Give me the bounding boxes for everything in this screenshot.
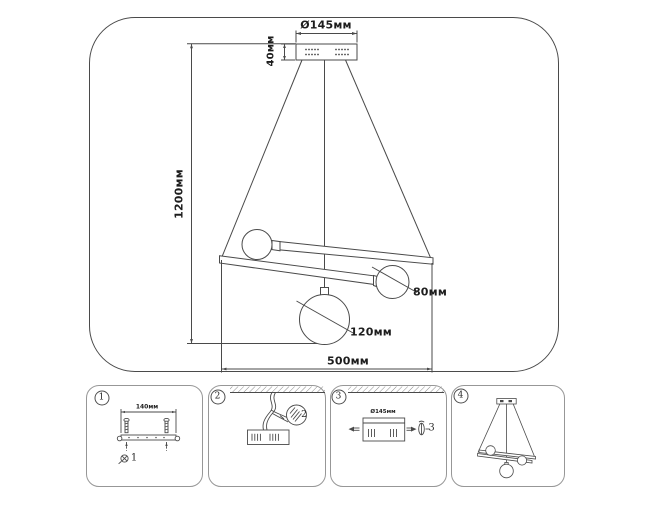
canopy-cover bbox=[362, 417, 406, 442]
dim-large-sphere-label: 120мм bbox=[350, 325, 392, 339]
dim-width-lines bbox=[221, 260, 433, 373]
dim-total-height-label: 1200мм bbox=[172, 169, 186, 219]
step1-bracket-width-label: 140мм bbox=[135, 403, 159, 411]
ceiling-hatch bbox=[348, 386, 444, 393]
dim-canopy-height-lines bbox=[281, 43, 295, 61]
mounting-screws bbox=[123, 417, 170, 451]
step3-number-badge: 3 bbox=[331, 389, 346, 405]
screw-tool-icon bbox=[118, 454, 129, 465]
dim-canopy-diameter-lines bbox=[295, 30, 358, 43]
step4-number-badge: 4 bbox=[453, 388, 468, 404]
mounting-plate bbox=[247, 429, 290, 445]
upper-rod bbox=[279, 241, 434, 265]
mini-spheres bbox=[485, 445, 528, 479]
step-panel-3 bbox=[330, 385, 447, 487]
dim-total-height-lines bbox=[187, 43, 328, 344]
canopy-vent-dots bbox=[305, 48, 349, 56]
step2-number-badge: 2 bbox=[210, 389, 225, 405]
wiring-connection-drawing bbox=[230, 386, 325, 445]
step-panel-4 bbox=[451, 385, 565, 487]
bracket-rail bbox=[116, 434, 181, 442]
step1-tool-label: 1 bbox=[130, 452, 138, 464]
left-sphere-connector bbox=[271, 239, 281, 252]
wires bbox=[262, 392, 289, 431]
screw-tool-icon bbox=[418, 420, 429, 436]
right-sphere-80mm bbox=[375, 265, 410, 299]
mini-cables bbox=[477, 403, 535, 463]
step2-callout-label: 2 bbox=[301, 409, 307, 420]
dim-width-label: 500мм bbox=[327, 354, 369, 368]
bottom-sphere-fitting bbox=[320, 287, 329, 296]
pendant-lamp-dimension-drawing bbox=[187, 30, 434, 373]
dim-canopy-height-label: 40мм bbox=[265, 35, 277, 67]
step3-canopy-diameter-label: Ø145мм bbox=[370, 409, 396, 415]
leader-120mm bbox=[296, 300, 355, 334]
leader-80mm bbox=[371, 266, 418, 293]
step1-number-badge: 1 bbox=[94, 390, 109, 406]
canopy-box bbox=[295, 43, 358, 61]
main-diagram-panel bbox=[89, 17, 559, 373]
canopy-install-drawing bbox=[348, 386, 444, 442]
bottom-sphere-120mm bbox=[299, 294, 350, 345]
slide-arrows bbox=[348, 426, 417, 432]
mini-canopy bbox=[496, 398, 517, 405]
upper-left-sphere bbox=[241, 229, 273, 260]
assembled-lamp-drawing bbox=[477, 398, 536, 479]
dim-bracket-width-lines bbox=[120, 409, 177, 433]
step3-tool-label: 3 bbox=[428, 422, 435, 434]
dim-canopy-diameter-label: Ø145мм bbox=[300, 18, 352, 32]
lower-rod bbox=[219, 255, 374, 285]
magnifier-callout bbox=[286, 404, 307, 426]
dim-small-sphere-label: 80мм bbox=[412, 285, 448, 299]
bracket-mounting-drawing bbox=[116, 409, 181, 465]
step-panel-2 bbox=[208, 385, 326, 487]
ceiling-hatch bbox=[230, 386, 325, 393]
